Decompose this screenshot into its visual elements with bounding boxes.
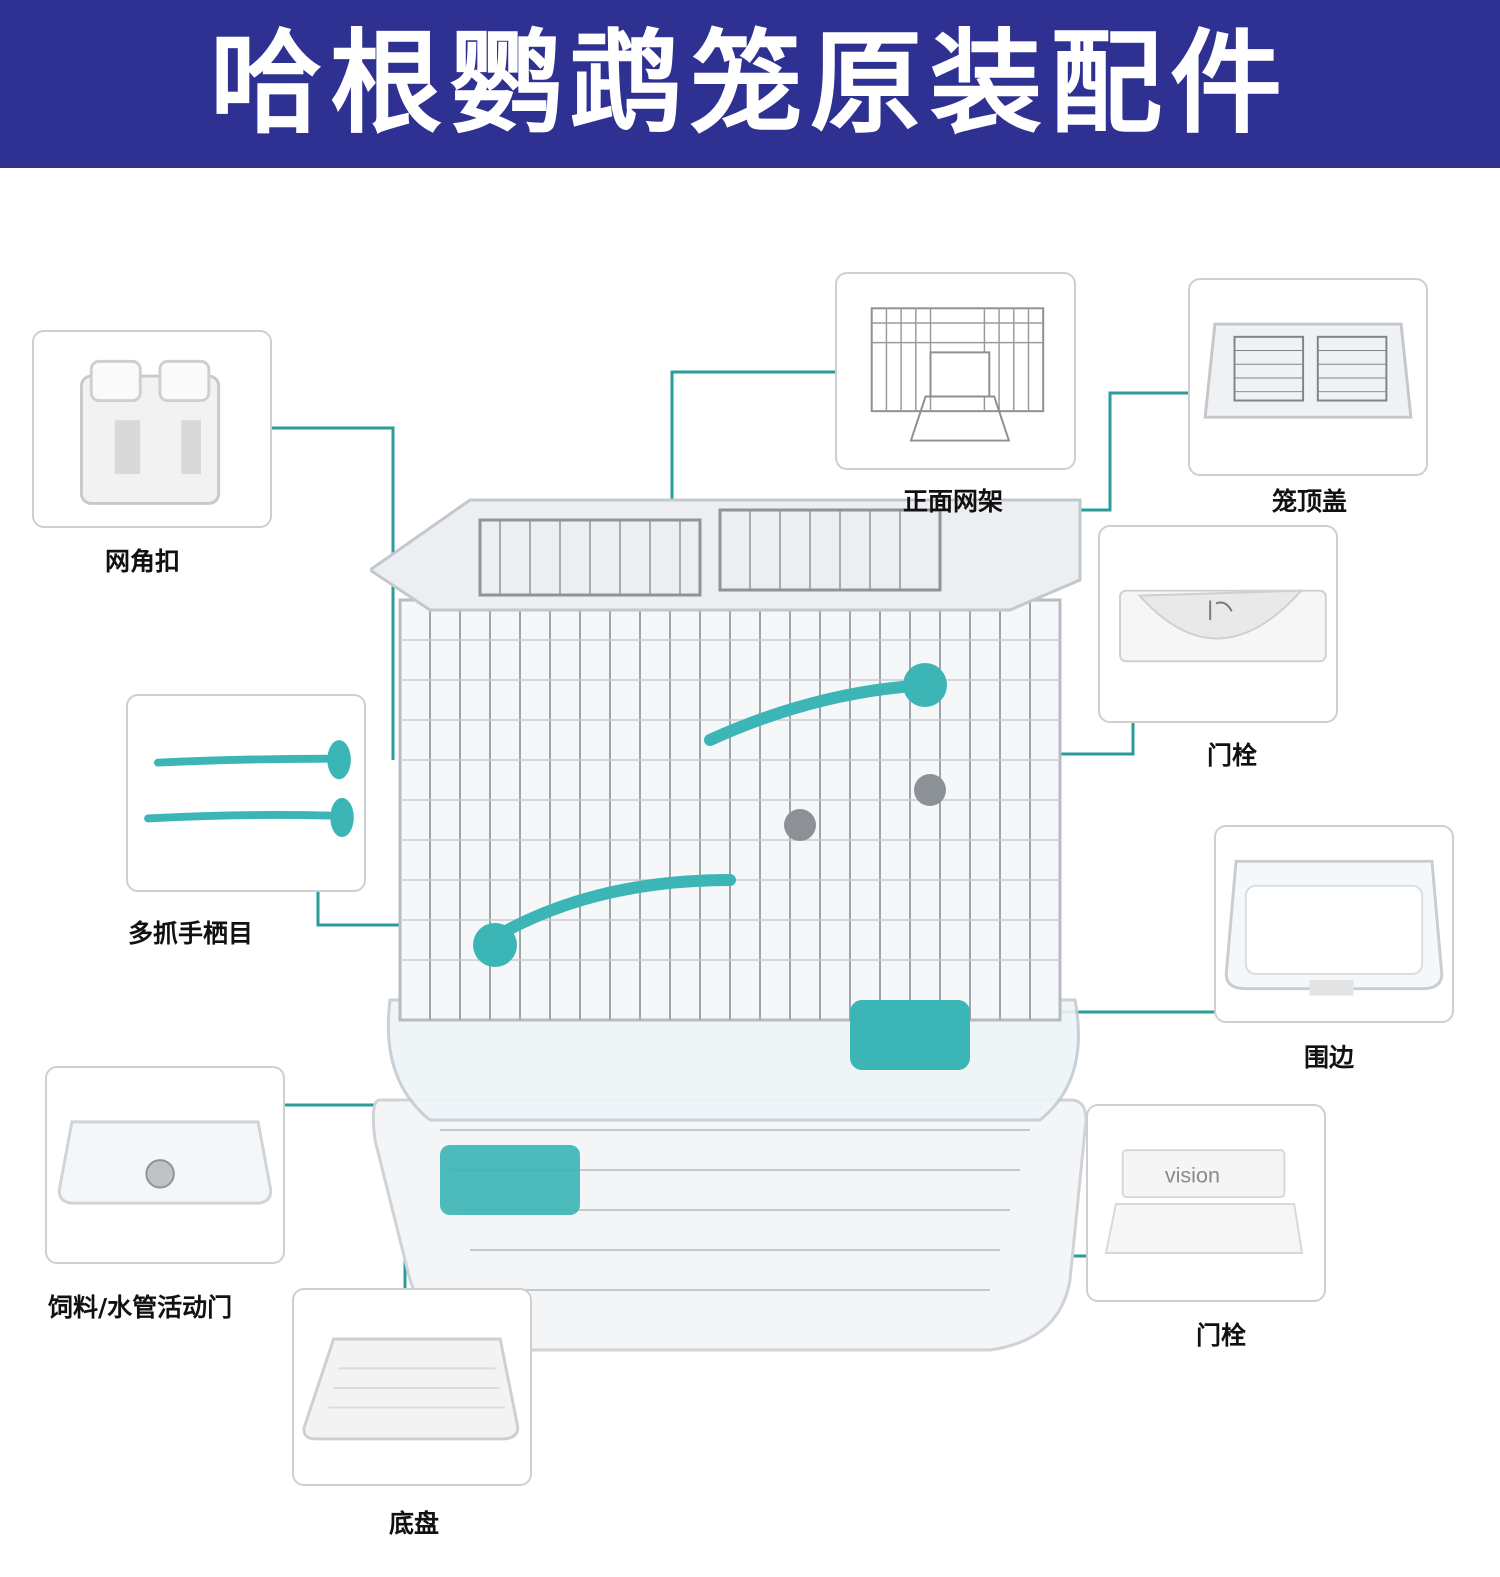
- title-banner: 哈根鹦鹉笼原装配件: [0, 0, 1500, 168]
- vision-latch-image: vision: [1104, 1149, 1304, 1254]
- perch-image: [144, 740, 354, 838]
- part-card-front-mesh: [835, 272, 1076, 470]
- page-title: 哈根鹦鹉笼原装配件: [210, 19, 1290, 149]
- part-label-door-latch-1: 门栓: [1207, 741, 1258, 770]
- part-card-perch: [126, 694, 366, 892]
- part-label-door-latch-2: 门栓: [1196, 1321, 1247, 1350]
- part-card-corner-clip: [32, 330, 272, 528]
- part-label-perch: 多抓手栖目: [128, 919, 254, 948]
- door-latch-image: [1119, 589, 1327, 663]
- vision-brand-text: vision: [1165, 1162, 1220, 1187]
- feeder-door-image: [57, 1120, 273, 1205]
- part-label-surround: 围边: [1304, 1043, 1355, 1072]
- part-card-feeder-door: [45, 1066, 285, 1264]
- part-card-base-tray: [292, 1288, 532, 1486]
- corner-clip-image: [79, 359, 221, 505]
- top-cover-image: [1203, 322, 1413, 419]
- part-label-base-tray: 底盘: [389, 1509, 440, 1538]
- part-label-feeder-door: 饲料/水管活动门: [48, 1293, 233, 1322]
- part-card-door-latch-2: vision: [1086, 1104, 1326, 1302]
- part-card-top-cover: [1188, 278, 1428, 476]
- cage-main-image: [370, 498, 1088, 1352]
- base-tray-image: [302, 1337, 520, 1441]
- front-mesh-image: [870, 307, 1045, 442]
- part-label-top-cover: 笼顶盖: [1272, 487, 1348, 516]
- part-label-corner-clip: 网角扣: [105, 547, 181, 576]
- part-label-front-mesh: 正面网架: [903, 487, 1004, 516]
- part-card-door-latch-1: [1098, 525, 1338, 723]
- surround-image: [1224, 859, 1444, 996]
- part-card-surround: [1214, 825, 1454, 1023]
